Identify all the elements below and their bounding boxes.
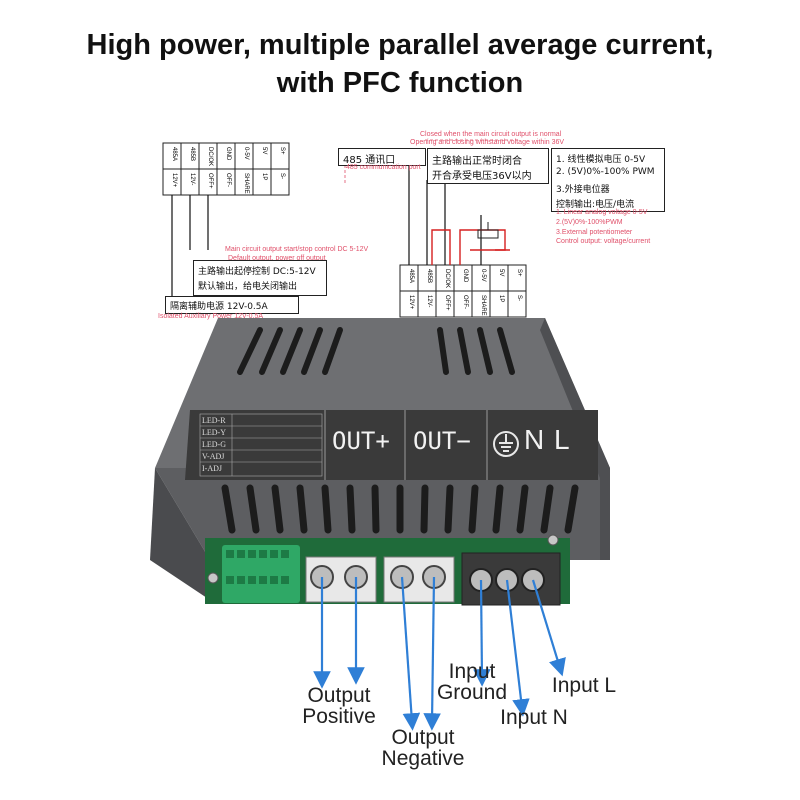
title-line-1: High power, multiple parallel average cu… — [86, 29, 714, 61]
label-panel — [185, 410, 598, 480]
control-note-en-4: Control output: voltage/current — [556, 238, 651, 245]
comm-port-en: 485 communication port — [346, 164, 421, 171]
pin-485a-r: 485A — [408, 269, 414, 284]
start-stop-box: 主路输出起停控制 DC:5-12V 默认输出，给电关闭输出 — [193, 260, 327, 296]
start-stop-en-2: Default output, power off output — [228, 255, 326, 262]
pin-12v-minus-r: 12V- — [426, 295, 432, 308]
pin-share-r: SHARE — [480, 295, 486, 316]
relay-note-cn-2: 开合承受电压36V以内 — [432, 171, 532, 182]
left-pin-labels: 485A 485B DC/OK GND 0-5V 5V S+ 12V+ 12V-… — [163, 143, 289, 195]
control-note-en-3: 3.External potentiometer — [556, 229, 633, 236]
start-stop-cn-2: 默认输出，给电关闭输出 — [198, 282, 298, 292]
callout-arrows — [313, 576, 566, 731]
relay-note-en-2: Opening and closing withstand voltage wi… — [410, 139, 565, 146]
input-ground-line2: Ground — [436, 681, 508, 704]
output-positive-line1: Output — [307, 684, 371, 707]
pin-12v-minus: 12V- — [189, 173, 195, 186]
output-negative-line1: Output — [391, 726, 455, 749]
output-negative-line2: Negative — [381, 747, 465, 770]
front-vents — [221, 484, 579, 534]
pin-dcok-r: DC/OK — [444, 269, 450, 289]
panel-l-label: L — [554, 424, 570, 455]
relay-box: 主路输出正常时闭合 开合承受电压36V以内 — [427, 148, 549, 184]
pin-s-plus-r: S+ — [516, 269, 522, 277]
wires — [171, 160, 482, 296]
aux-power-box: 隔离辅助电源 12V-0.5A — [165, 296, 299, 314]
led-y-label: LED-Y — [202, 428, 226, 437]
led-r-label: LED-R — [202, 416, 226, 425]
signal-terminal-block — [222, 545, 300, 603]
pin-0-5v: 0-5V — [243, 147, 249, 160]
pin-12v-plus-r: 12V+ — [408, 295, 414, 310]
control-note-cn-2: 2. (5V)0%-100% PWM — [556, 167, 655, 177]
potentiometer-icon — [477, 222, 499, 239]
left-pin-header — [162, 142, 290, 196]
panel-out-negative: OUT− — [413, 427, 471, 455]
control-box: 1. 线性模拟电压 0-5V 2. (5V)0%-100% PWM 3.外接电位… — [551, 148, 665, 212]
control-note-cn-3: 3.外接电位器 — [556, 185, 610, 195]
right-pin-header — [399, 264, 527, 318]
i-adj-label: I-ADJ — [202, 464, 222, 473]
output-negative-label: Output Negative — [375, 727, 471, 769]
comm-port-cn: 485 通讯口 — [343, 155, 396, 166]
control-note-en-1: 1. Linear analog voltage 0-5V — [556, 209, 648, 216]
relay-note-en-1: Closed when the main circuit output is n… — [420, 131, 562, 138]
pin-5v: 5V — [261, 147, 267, 155]
right-pin-labels: 485A 485B DC/OK GND 0-5V 5V S+ 12V+ 12V-… — [400, 265, 526, 317]
panel-n-label: N — [524, 424, 545, 455]
pin-gnd-r: GND — [462, 269, 468, 283]
relay-note-cn-1: 主路输出正常时闭合 — [432, 156, 522, 167]
pin-s-minus-r: S- — [516, 295, 522, 301]
red-wires — [431, 229, 510, 265]
output-positive-line2: Positive — [302, 705, 376, 728]
input-ground-line1: Input — [448, 660, 496, 683]
top-vents — [237, 327, 515, 375]
v-adj-label: V-ADJ — [202, 452, 225, 461]
input-terminals — [469, 568, 545, 592]
pin-485b: 485B — [189, 147, 195, 162]
pin-485b-r: 485B — [426, 269, 432, 284]
control-note-cn-4: 控制输出:电压/电流 — [556, 200, 635, 210]
control-note-en-2: 2.(5V)0%-100%PWM — [556, 219, 623, 226]
pin-off-plus: OFF+ — [207, 173, 213, 189]
led-grid — [199, 413, 323, 477]
aux-power-en: Isolated Auxiliary Power 12V-0.5A — [158, 313, 264, 320]
panel-out-positive: OUT+ — [332, 427, 390, 455]
comm-port-box: 485 通讯口 — [338, 148, 426, 166]
pin-share: SHARE — [243, 173, 249, 194]
case-left-side — [150, 468, 210, 600]
pin-s-plus: S+ — [279, 147, 285, 155]
aux-power-cn: 隔离辅助电源 12V-0.5A — [170, 302, 268, 312]
pin-0-5v-r: 0-5V — [480, 269, 486, 282]
start-stop-cn-1: 主路输出起停控制 DC:5-12V — [198, 267, 316, 277]
pin-12v-plus: 12V+ — [171, 173, 177, 188]
start-stop-en-1: Main circuit output start/stop control D… — [225, 246, 369, 253]
led-g-label: LED-G — [202, 440, 226, 449]
pin-s-minus: S- — [279, 173, 285, 179]
pin-dcok: DC/OK — [207, 147, 213, 167]
output-positive-label: Output Positive — [296, 685, 382, 727]
pin-1p-r: 1P — [498, 295, 504, 303]
input-ground-label: Input Ground — [430, 661, 514, 703]
pin-off-minus-r: OFF- — [462, 295, 468, 309]
pin-5v-r: 5V — [498, 269, 504, 277]
led-labels: LED-R LED-Y LED-G V-ADJ I-ADJ — [202, 415, 226, 475]
input-n-label: Input N — [500, 706, 568, 729]
control-note-cn-1: 1. 线性模拟电压 0-5V — [556, 155, 646, 165]
pin-off-minus: OFF- — [225, 173, 231, 187]
pin-1p: 1P — [261, 173, 267, 181]
title-line-2: with PFC function — [276, 67, 524, 99]
input-l-label: Input L — [551, 674, 617, 697]
earth-ground-icon — [493, 431, 519, 457]
pin-off-plus-r: OFF+ — [444, 295, 450, 311]
pin-485a: 485A — [171, 147, 177, 162]
pin-gnd: GND — [225, 147, 231, 161]
